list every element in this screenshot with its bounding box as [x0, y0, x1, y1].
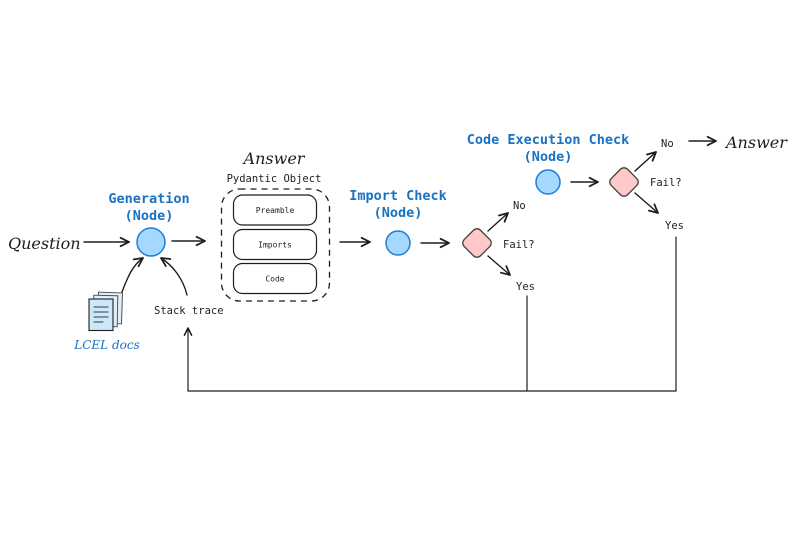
code-execution-check-node-circle [535, 169, 561, 195]
final-answer-label: Answer [724, 133, 788, 152]
answer-object-fields: Preamble Imports Code [232, 194, 318, 295]
answer-object-container [220, 188, 331, 302]
lcel-docs-label: LCEL docs [73, 338, 139, 352]
field-box-code [232, 262, 318, 295]
import-fail-no-label: No [513, 200, 526, 212]
import-fail-decision-diamond [462, 228, 492, 258]
import-check-subtitle: (Node) [374, 205, 423, 221]
code-execution-check-title: Code Execution Check [467, 132, 630, 148]
stack-trace-label: Stack trace [154, 305, 224, 317]
import-check-node-circle [385, 230, 411, 256]
arrow-execution-fail-yes [634, 192, 659, 214]
execution-fail-label: Fail? [650, 177, 682, 189]
question-label: Question [8, 234, 81, 253]
generation-node-title: Generation [108, 191, 189, 207]
document-page-front [88, 298, 114, 332]
documents-icon [88, 291, 124, 332]
field-label-preamble: Preamble [256, 206, 295, 215]
generation-node-subtitle: (Node) [125, 208, 174, 224]
import-check-title: Import Check [349, 188, 447, 204]
generation-node-circle [136, 227, 166, 257]
feedback-loop-to-stack-trace [183, 236, 677, 392]
arrow-import-fail-yes [487, 255, 511, 276]
execution-fail-decision-diamond [609, 167, 639, 197]
answer-object-title: Answer [242, 149, 306, 168]
answer-object-type: Pydantic Object [227, 173, 322, 185]
field-box-imports [232, 228, 318, 261]
arrow-stacktrace-to-generation [160, 257, 188, 296]
execution-fail-no-label: No [661, 138, 674, 150]
field-label-code: Code [265, 275, 284, 284]
field-label-imports: Imports [258, 241, 292, 250]
field-box-preamble [232, 194, 318, 226]
import-fail-yes-label: Yes [516, 281, 535, 293]
arrow-docs-to-generation [121, 257, 144, 293]
arrow-execution-fail-no [634, 151, 657, 172]
code-execution-check-subtitle: (Node) [524, 149, 573, 165]
execution-fail-yes-label: Yes [665, 220, 684, 232]
import-fail-label: Fail? [503, 239, 535, 251]
arrow-import-fail-no [487, 212, 509, 232]
